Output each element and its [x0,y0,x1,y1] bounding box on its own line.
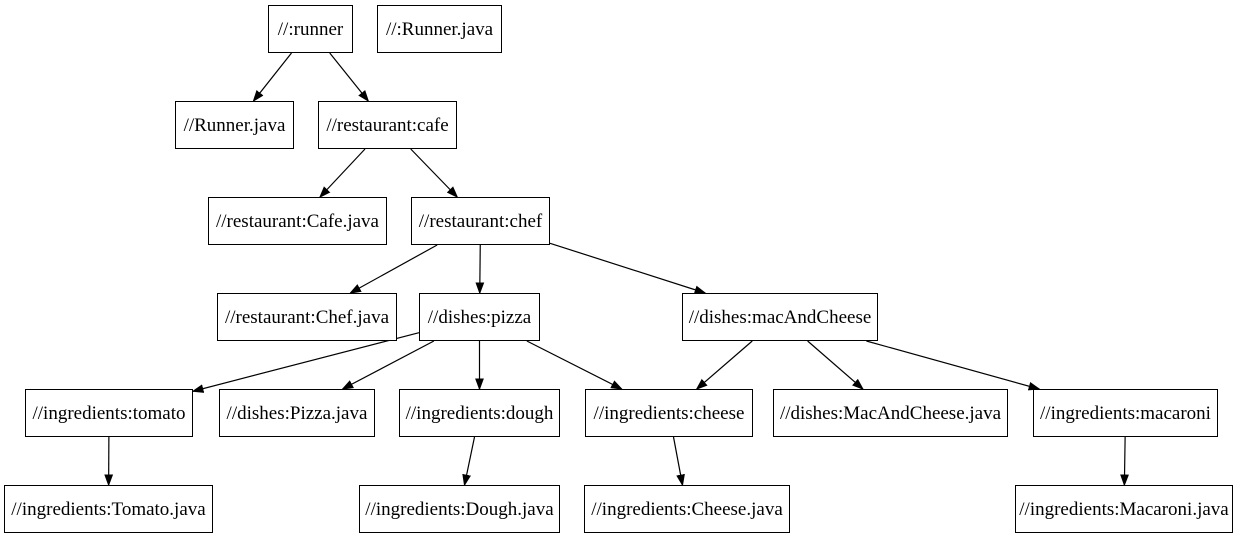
graph-node-runner: //:runner [268,5,353,53]
graph-node-pizza-java: //dishes:Pizza.java [219,389,375,437]
graph-node-label: //Runner.java [183,114,286,136]
graph-node-cheese: //ingredients:cheese [585,389,753,437]
graph-node-tomato-java: //ingredients:Tomato.java [4,485,213,533]
graph-node-label: //ingredients:Macaroni.java [1019,498,1229,520]
graph-node-label: //:runner [277,18,344,40]
edge-chef-to-mac-and-cheese [549,242,707,294]
graph-node-label: //dishes:pizza [427,306,532,328]
graph-node-tomato: //ingredients:tomato [25,389,193,437]
graph-node-label: //restaurant:Chef.java [224,306,390,328]
graph-node-label: //restaurant:cafe [326,114,449,136]
graph-node-runner-java: //Runner.java [175,101,294,149]
graph-node-label: //:Runner.java [385,18,494,40]
edge-macaroni-to-macaroni-java [1120,436,1129,487]
graph-node-dough-java: //ingredients:Dough.java [359,485,560,533]
edge-chef-to-chef-java [349,244,438,294]
edge-cafe-to-chef [410,148,459,199]
edge-runner-to-cafe [329,52,370,103]
edge-pizza-to-cheese [526,340,623,390]
edge-cafe-to-cafe-java [318,148,366,199]
graph-node-label: //ingredients:macaroni [1040,402,1211,424]
graph-node-label: //ingredients:tomato [32,402,186,424]
graph-node-macaroni: //ingredients:macaroni [1033,389,1218,437]
edge-pizza-to-tomato [191,332,420,393]
edge-cheese-to-cheese-java [672,436,685,487]
graph-node-label: //dishes:macAndCheese [688,306,872,328]
graph-node-cheese-java: //ingredients:Cheese.java [584,485,790,533]
graph-node-dough: //ingredients:dough [399,389,560,437]
edge-mac-and-cheese-to-macaroni [866,340,1041,391]
graph-node-label: //restaurant:chef [418,210,543,232]
graph-node-cafe: //restaurant:cafe [318,101,457,149]
graph-node-label: //ingredients:dough [405,402,554,424]
graph-node-chef: //restaurant:chef [411,197,550,245]
graph-node-macaroni-java: //ingredients:Macaroni.java [1015,485,1233,533]
graph-node-cafe-java: //restaurant:Cafe.java [208,197,387,245]
graph-node-mac-and-cheese-java: //dishes:MacAndCheese.java [773,389,1008,437]
graph-node-label: //dishes:Pizza.java [226,402,368,424]
edge-mac-and-cheese-to-mac-and-cheese-java [807,340,865,390]
edge-mac-and-cheese-to-cheese [695,340,753,390]
graph-node-pizza: //dishes:pizza [419,293,540,341]
graph-node-label: //restaurant:Cafe.java [215,210,379,232]
edge-runner-to-runner-java [252,52,292,103]
graph-node-label: //ingredients:Cheese.java [591,498,783,520]
graph-edges [104,52,1129,487]
edge-dough-to-dough-java [462,436,476,487]
edge-chef-to-pizza [475,244,485,295]
graph-node-label: //ingredients:cheese [593,402,745,424]
graph-node-runner-java-src: //:Runner.java [377,5,502,53]
graph-node-mac-and-cheese: //dishes:macAndCheese [682,293,878,341]
graph-node-label: //ingredients:Tomato.java [11,498,206,520]
graph-node-label: //ingredients:Dough.java [365,498,554,520]
graph-node-label: //dishes:MacAndCheese.java [779,402,1002,424]
graph-node-chef-java: //restaurant:Chef.java [217,293,397,341]
edge-pizza-to-pizza-java [341,340,435,390]
